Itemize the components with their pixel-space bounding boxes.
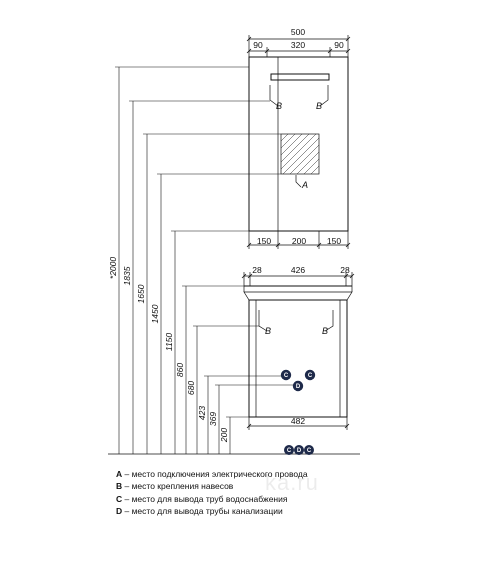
mark-b-base-right: B xyxy=(322,326,328,336)
height-2000: *2000 xyxy=(108,257,118,279)
height-680: 680 xyxy=(186,381,196,395)
height-1835: 1835 xyxy=(122,266,132,285)
hatch-lines xyxy=(280,133,320,175)
pipe-circle-c-right: C xyxy=(304,369,316,381)
svg-text:C: C xyxy=(284,373,289,379)
svg-text:D: D xyxy=(296,384,301,390)
hook-b-base-right xyxy=(324,310,334,332)
mark-b-base-left: B xyxy=(265,326,271,336)
leader-a xyxy=(295,175,302,188)
legend-key-b: B xyxy=(116,481,123,492)
dim-base-top-1: 28 xyxy=(252,265,262,275)
top-cabinet-body xyxy=(248,56,349,232)
height-369: 369 xyxy=(208,412,218,426)
hook-b-left xyxy=(269,85,279,107)
dim-sub-width-3: 90 xyxy=(334,40,344,50)
svg-text:C: C xyxy=(308,373,313,379)
legend-text-b: – место крепления навесов xyxy=(122,481,234,492)
dim-base-top-3: 28 xyxy=(340,265,350,275)
dim-base-top-2: 426 xyxy=(291,265,305,275)
height-860: 860 xyxy=(175,363,185,377)
svg-text:C: C xyxy=(307,448,312,454)
height-1650: 1650 xyxy=(136,284,146,303)
legend-text-c: – место для вывода труб водоснабжения xyxy=(122,493,288,504)
legend-text-d: – место для вывода трубы канализации xyxy=(122,505,283,516)
legend-row-c: C – место для вывода труб водоснабжения xyxy=(116,493,308,505)
legend-key-d: D xyxy=(116,505,123,516)
floor-circle-c-left: C xyxy=(284,445,294,455)
height-1450: 1450 xyxy=(150,304,160,323)
legend-key-a: A xyxy=(116,469,123,479)
dim-bottom-width-1: 150 xyxy=(257,236,271,246)
legend: A – место подключения электрического про… xyxy=(116,468,308,517)
pipe-circle-c-left: C xyxy=(280,369,292,381)
dim-bottom-width-3: 150 xyxy=(327,236,341,246)
hook-b-right xyxy=(319,85,329,107)
mark-b-top-right: B xyxy=(316,101,322,111)
legend-row-a: A – место подключения электрического про… xyxy=(116,468,308,480)
svg-text:C: C xyxy=(287,448,292,454)
hatched-area xyxy=(280,133,320,175)
height-1150: 1150 xyxy=(164,333,174,352)
floor-circle-d: D xyxy=(294,445,304,455)
watermark: ka.ru xyxy=(265,470,319,495)
height-200: 200 xyxy=(219,428,229,443)
dim-bottom-width-2: 200 xyxy=(292,236,306,246)
dim-total-width: 500 xyxy=(291,27,305,37)
legend-text-a: – место подключения электрического прово… xyxy=(122,469,308,479)
dim-sub-width-2: 320 xyxy=(291,40,305,50)
legend-row-b: B – место крепления навесов xyxy=(116,480,308,492)
pipe-circle-d: D xyxy=(292,380,304,392)
mark-a: A xyxy=(301,180,308,190)
basin-outline xyxy=(243,291,353,301)
svg-text:D: D xyxy=(297,448,302,454)
legend-row-d: D – место для вывода трубы канализации xyxy=(116,505,308,517)
top-cabinet-handle xyxy=(270,73,330,81)
height-423: 423 xyxy=(197,406,207,420)
dim-base-bottom: 482 xyxy=(291,416,305,426)
legend-key-c: C xyxy=(116,493,123,504)
dim-sub-width-1: 90 xyxy=(253,40,263,50)
base-cabinet-body xyxy=(248,299,348,418)
floor-circle-c-right: C xyxy=(304,445,314,455)
height-dims xyxy=(115,66,296,454)
mark-b-top-left: B xyxy=(276,101,282,111)
